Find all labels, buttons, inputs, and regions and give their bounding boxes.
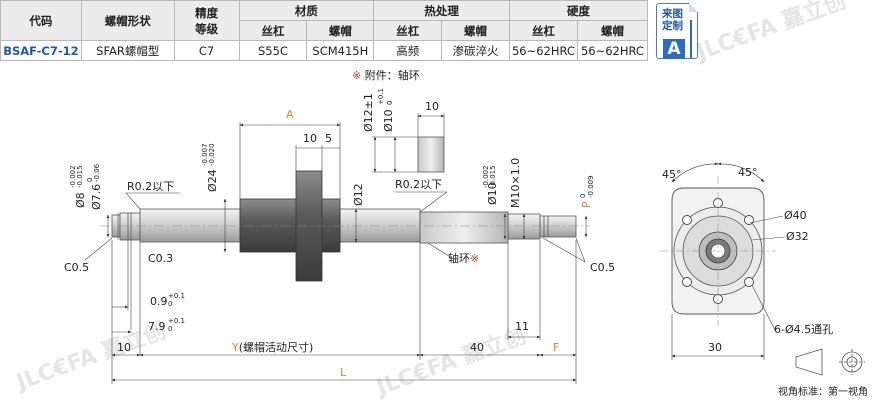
dim-7-9: 7.9	[148, 320, 166, 333]
dim-0-9: 0.9	[150, 295, 168, 308]
custom-drawing-badge: 来图 定制 A	[656, 3, 698, 59]
dim-A: A	[286, 108, 294, 121]
accessory-note: ※ 附件：轴环	[352, 68, 420, 82]
angle-45-right: 45°	[738, 166, 758, 179]
dim-11: 11	[515, 320, 529, 333]
mount-holes	[682, 198, 754, 304]
dim-Y: Y(螺帽活动尺寸)	[231, 340, 313, 354]
dim-d12tol: Ø12±1	[362, 93, 375, 132]
dim-c05-right: C0.5	[590, 261, 615, 274]
svg-text:0: 0	[579, 194, 587, 198]
svg-text:+0.1: +0.1	[377, 88, 385, 105]
svg-text:-0.002: -0.002	[69, 165, 77, 188]
header-code: 代码	[0, 0, 82, 41]
flange-side-view	[660, 162, 786, 360]
svg-text:-0.002: -0.002	[482, 165, 490, 188]
page-fold-icon	[689, 3, 698, 12]
nut-material-cell: SCM415H	[306, 40, 375, 61]
dim-r02-left: R0.2以下	[127, 180, 174, 193]
dim-10-bottom: 10	[117, 341, 131, 354]
dim-d76: Ø7.6	[90, 184, 103, 210]
svg-text:-0.009: -0.009	[587, 175, 595, 198]
dim-30: 30	[708, 341, 722, 354]
accessory-collar	[417, 136, 445, 173]
badge-line1: 来图	[662, 8, 683, 20]
svg-text:-0.015: -0.015	[489, 165, 497, 188]
watermark-text: JLC€FA 嘉立创	[11, 318, 169, 397]
dim-40: 40	[470, 341, 484, 354]
sub-nut: 螺帽	[441, 20, 510, 41]
svg-text:0: 0	[168, 300, 172, 308]
dim-10: 10	[303, 132, 317, 145]
svg-text:JLC€FA 嘉立创: JLC€FA 嘉立创	[371, 323, 529, 400]
sub-nut: 螺帽	[576, 20, 649, 41]
spec-table: 代码 螺帽形状 精度等级 材质 热处理 硬度 丝杠 螺帽 丝杠 螺帽 丝杠 螺帽…	[0, 0, 649, 61]
table-header-row: 代码 螺帽形状 精度等级 材质 热处理 硬度	[0, 0, 649, 41]
svg-text:-0.015: -0.015	[76, 165, 84, 188]
screw-material-cell: S55C	[238, 40, 308, 61]
nut-hardness-cell: 56~62HRC	[576, 40, 649, 61]
dim-F: F	[553, 341, 559, 354]
dim-holes: 6-Ø4.5通孔	[774, 323, 833, 336]
dim-d10: Ø10	[382, 109, 395, 132]
header-heat-treatment: 热处理	[373, 0, 510, 21]
header-material: 材质	[238, 0, 375, 21]
svg-text:0: 0	[168, 325, 172, 333]
svg-text:0: 0	[86, 178, 94, 182]
dim-thread: M10×1.0	[509, 158, 522, 208]
dim-d40: Ø40	[784, 209, 807, 222]
dimension-labels: A 10 5 10 Ø12±1 Ø10 +0.1 0 Ø24 -0.007 -0…	[64, 88, 615, 379]
dim-collar-label: 轴环※	[448, 251, 479, 265]
angle-45-left: 45°	[662, 168, 682, 181]
dim-c05-left: C0.5	[64, 261, 89, 274]
badge-bar	[690, 20, 692, 58]
header-nut-shape: 螺帽形状	[80, 0, 175, 41]
screw-hardness-cell: 56~62HRC	[508, 40, 578, 61]
svg-text:0: 0	[386, 101, 394, 105]
projection-symbol-icon	[795, 348, 865, 376]
part-code[interactable]: BSAF-C7-12	[0, 40, 82, 61]
table-row: BSAF-C7-12 SFAR螺帽型 C7 S55C SCM415H 高频 渗碳…	[0, 40, 649, 61]
dim-P: P	[580, 201, 593, 208]
nut-shape-cell: SFAR螺帽型	[80, 40, 175, 61]
dim-r02-right: R0.2以下	[395, 178, 442, 191]
svg-text:+0.1: +0.1	[168, 292, 185, 300]
svg-text:-0.06: -0.06	[93, 163, 101, 182]
sub-screw: 丝杠	[238, 20, 308, 41]
header-hardness: 硬度	[508, 0, 649, 21]
nut-heat-cell: 渗碳淬火	[441, 40, 510, 61]
dim-d12: Ø12	[352, 183, 365, 206]
svg-text:+0.1: +0.1	[168, 317, 185, 325]
view-note: 视角标准：第一视角	[778, 385, 868, 398]
dim-c03: C0.3	[148, 252, 173, 265]
badge-line2: 定制	[662, 20, 683, 32]
svg-text:JLC€FA 嘉立创: JLC€FA 嘉立创	[691, 0, 849, 66]
dim-5: 5	[325, 132, 332, 145]
dim-L: L	[340, 366, 347, 379]
dim-d10-shaft: Ø10	[486, 182, 499, 205]
dim-d8: Ø8	[74, 192, 87, 208]
dim-collar-width: 10	[425, 100, 439, 113]
dim-d32: Ø32	[786, 230, 809, 243]
svg-text:-0.007: -0.007	[201, 143, 209, 166]
collar-ring	[419, 211, 509, 244]
sub-screw: 丝杠	[508, 20, 578, 41]
dim-d24: Ø24	[206, 169, 219, 192]
sub-nut: 螺帽	[306, 20, 375, 41]
svg-text:-0.020: -0.020	[208, 143, 216, 166]
badge-letter: A	[663, 39, 685, 59]
table-subheader-row: 丝杠 螺帽 丝杠 螺帽 丝杠 螺帽	[1, 20, 649, 41]
sub-screw: 丝杠	[373, 20, 443, 41]
dimension-lines	[84, 113, 588, 384]
